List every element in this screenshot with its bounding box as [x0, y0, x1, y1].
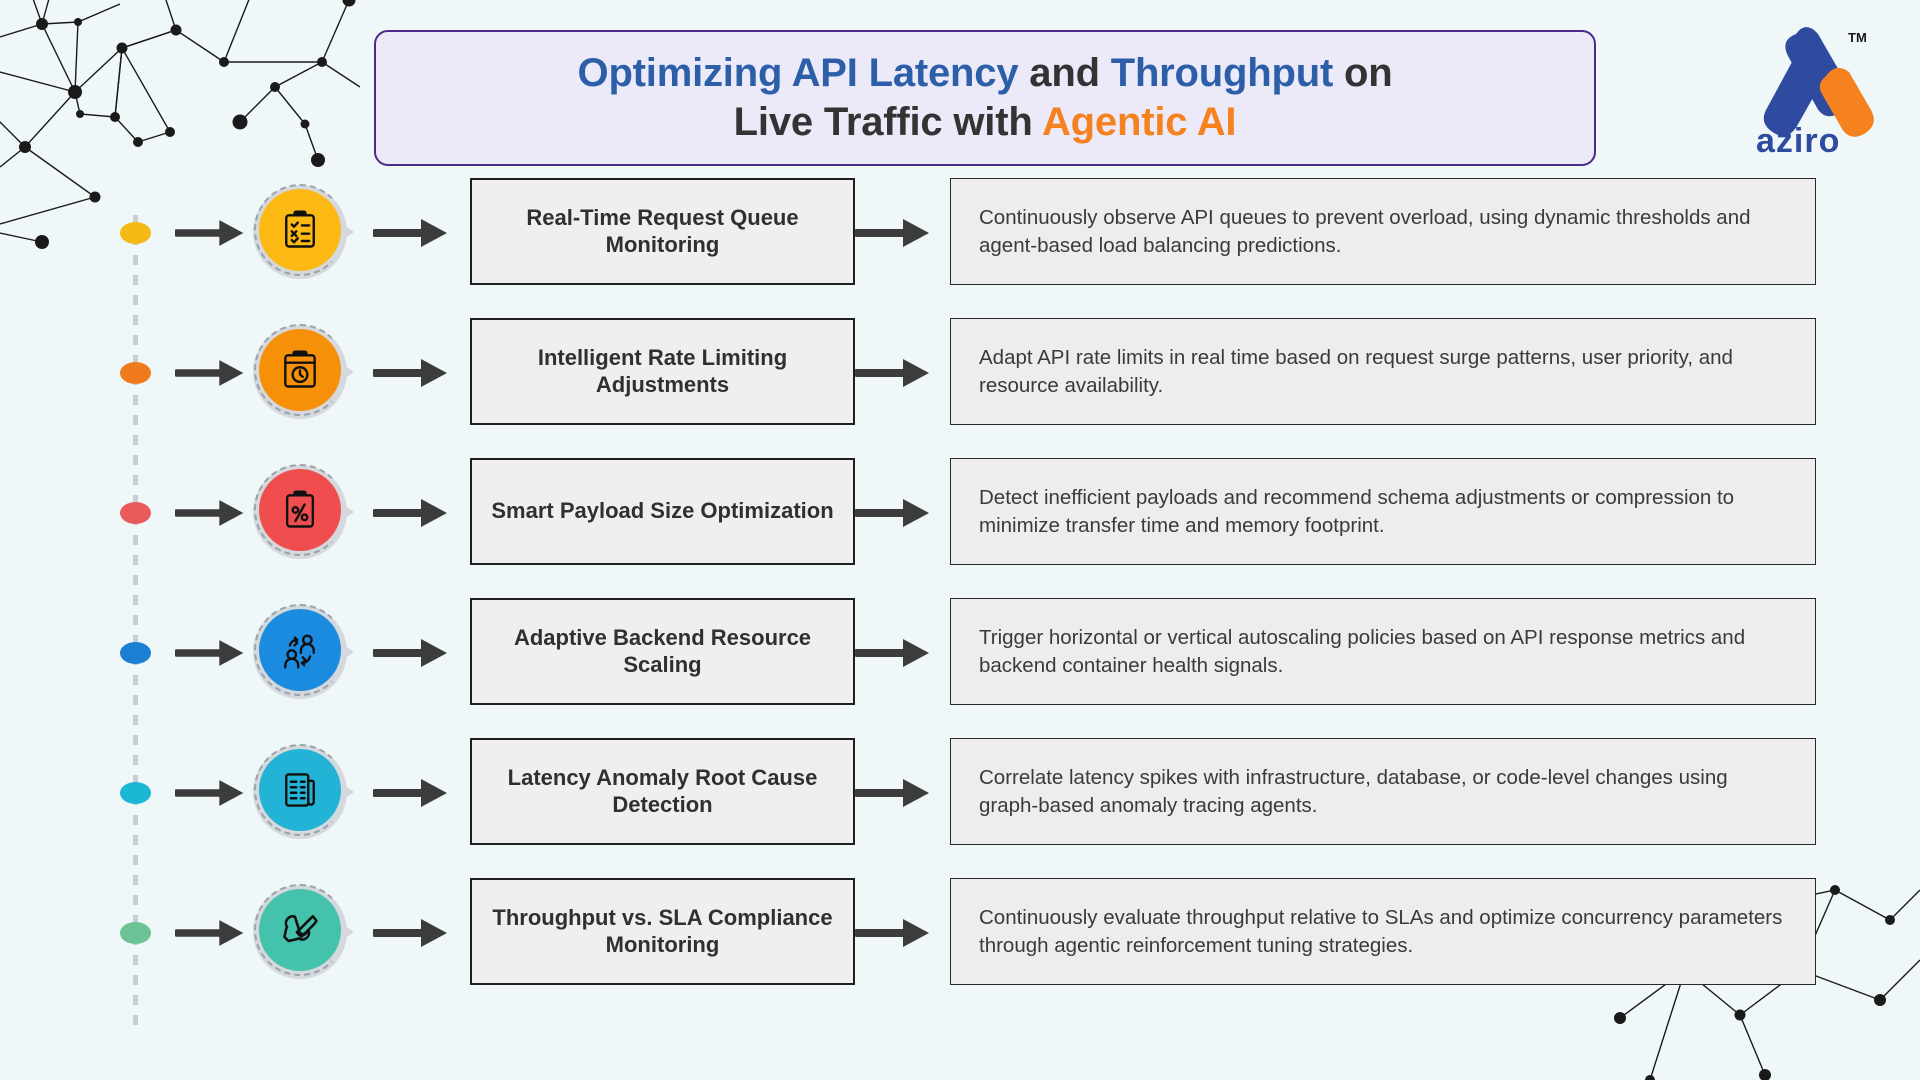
step-title-box[interactable]: Adaptive Backend Resource Scaling [470, 598, 855, 705]
flow-arrow [855, 919, 929, 947]
step-description-box[interactable]: Adapt API rate limits in real time based… [950, 318, 1816, 425]
document-list-icon [259, 749, 341, 831]
title-segment-dark-1: and [1018, 51, 1111, 96]
wrench-screwdriver-icon [259, 889, 341, 971]
step-icon-badge[interactable] [253, 462, 355, 562]
flow-arrow [855, 639, 929, 667]
process-step-row: Real-Time Request Queue Monitoring Contin… [0, 176, 1920, 286]
process-step-row: Throughput vs. SLA Compliance Monitoring… [0, 876, 1920, 986]
step-description-box[interactable]: Continuously observe API queues to preve… [950, 178, 1816, 285]
flow-arrow [175, 640, 244, 666]
title-segment-orange-1: Agentic AI [1042, 100, 1237, 144]
step-description-text: Correlate latency spikes with infrastruc… [979, 765, 1728, 817]
step-title-box[interactable]: Intelligent Rate Limiting Adjustments [470, 318, 855, 425]
step-icon-badge[interactable] [253, 882, 355, 982]
flow-arrow [373, 359, 447, 387]
flow-arrow [175, 360, 244, 386]
flow-arrow [175, 500, 244, 526]
step-description-box[interactable]: Trigger horizontal or vertical autoscali… [950, 598, 1816, 705]
logo-wordmark: aziro [1756, 122, 1840, 154]
dashed-ring [254, 184, 346, 276]
step-description-text: Continuously evaluate throughput relativ… [979, 905, 1783, 957]
flow-arrow [373, 919, 447, 947]
clipboard-clock-icon [259, 329, 341, 411]
timeline-dot [120, 222, 151, 244]
flow-arrow [373, 499, 447, 527]
title-segment-blue-2: Throughput [1110, 51, 1334, 96]
flow-arrow [373, 219, 447, 247]
step-title-text: Smart Payload Size Optimization [491, 498, 834, 524]
flow-arrow [175, 780, 244, 806]
trademark-text: TM [1848, 30, 1867, 45]
step-description-box[interactable]: Continuously evaluate throughput relativ… [950, 878, 1816, 985]
title-segment-blue-1: Optimizing API Latency [577, 51, 1019, 96]
dashed-ring [254, 604, 346, 696]
step-title-text: Real-Time Request Queue Monitoring [526, 204, 799, 257]
dashed-ring [254, 324, 346, 416]
page-title-line-1: Optimizing API Latency and Throughput on [578, 49, 1393, 98]
flow-arrow [855, 499, 929, 527]
process-step-row: Intelligent Rate Limiting Adjustments Ada… [0, 316, 1920, 426]
step-title-box[interactable]: Latency Anomaly Root Cause Detection [470, 738, 855, 845]
dashed-ring [254, 884, 346, 976]
page-title-line-2: Live Traffic with Agentic AI [734, 98, 1237, 147]
step-icon-badge[interactable] [253, 602, 355, 702]
aziro-logo: TM aziro [1756, 27, 1874, 154]
step-title-text: Intelligent Rate Limiting Adjustments [537, 344, 788, 397]
step-description-text: Continuously observe API queues to preve… [979, 205, 1751, 257]
step-title-box[interactable]: Real-Time Request Queue Monitoring [470, 178, 855, 285]
process-step-row: Latency Anomaly Root Cause Detection Corr… [0, 736, 1920, 846]
step-description-box[interactable]: Detect inefficient payloads and recommen… [950, 458, 1816, 565]
step-icon-badge[interactable] [253, 742, 355, 842]
timeline-dot [120, 502, 151, 524]
user-exchange-icon [259, 609, 341, 691]
flow-arrow [855, 779, 929, 807]
timeline-dot [120, 362, 151, 384]
step-description-text: Detect inefficient payloads and recommen… [979, 485, 1735, 537]
flow-arrow [855, 359, 929, 387]
step-title-text: Throughput vs. SLA Compliance Monitoring [492, 904, 833, 957]
dashed-ring [254, 464, 346, 556]
timeline-dot [120, 642, 151, 664]
flow-arrow [373, 639, 447, 667]
step-icon-badge[interactable] [253, 322, 355, 422]
step-title-box[interactable]: Smart Payload Size Optimization [470, 458, 855, 565]
page-title-banner: Optimizing API Latency and Throughput on… [374, 30, 1596, 166]
flow-arrow [175, 920, 244, 946]
flow-arrow [373, 779, 447, 807]
process-step-row: Adaptive Backend Resource Scaling Trigger… [0, 596, 1920, 706]
process-step-row: Smart Payload Size Optimization Detect in… [0, 456, 1920, 566]
clipboard-checklist-icon [259, 189, 341, 271]
title-segment-dark-3: Live Traffic with [733, 100, 1042, 144]
step-title-text: Adaptive Backend Resource Scaling [513, 624, 812, 677]
step-title-text: Latency Anomaly Root Cause Detection [507, 764, 818, 817]
timeline-dashed-line [133, 215, 138, 1035]
step-title-box[interactable]: Throughput vs. SLA Compliance Monitoring [470, 878, 855, 985]
flow-arrow [175, 220, 244, 246]
flow-arrow [855, 219, 929, 247]
step-description-text: Trigger horizontal or vertical autoscali… [979, 625, 1746, 677]
step-description-box[interactable]: Correlate latency spikes with infrastruc… [950, 738, 1816, 845]
timeline-dot [120, 782, 151, 804]
dashed-ring [254, 744, 346, 836]
title-segment-dark-2: on [1333, 51, 1393, 96]
step-icon-badge[interactable] [253, 182, 355, 282]
clipboard-settings-icon [259, 469, 341, 551]
timeline-dot [120, 922, 151, 944]
step-description-text: Adapt API rate limits in real time based… [979, 345, 1733, 397]
